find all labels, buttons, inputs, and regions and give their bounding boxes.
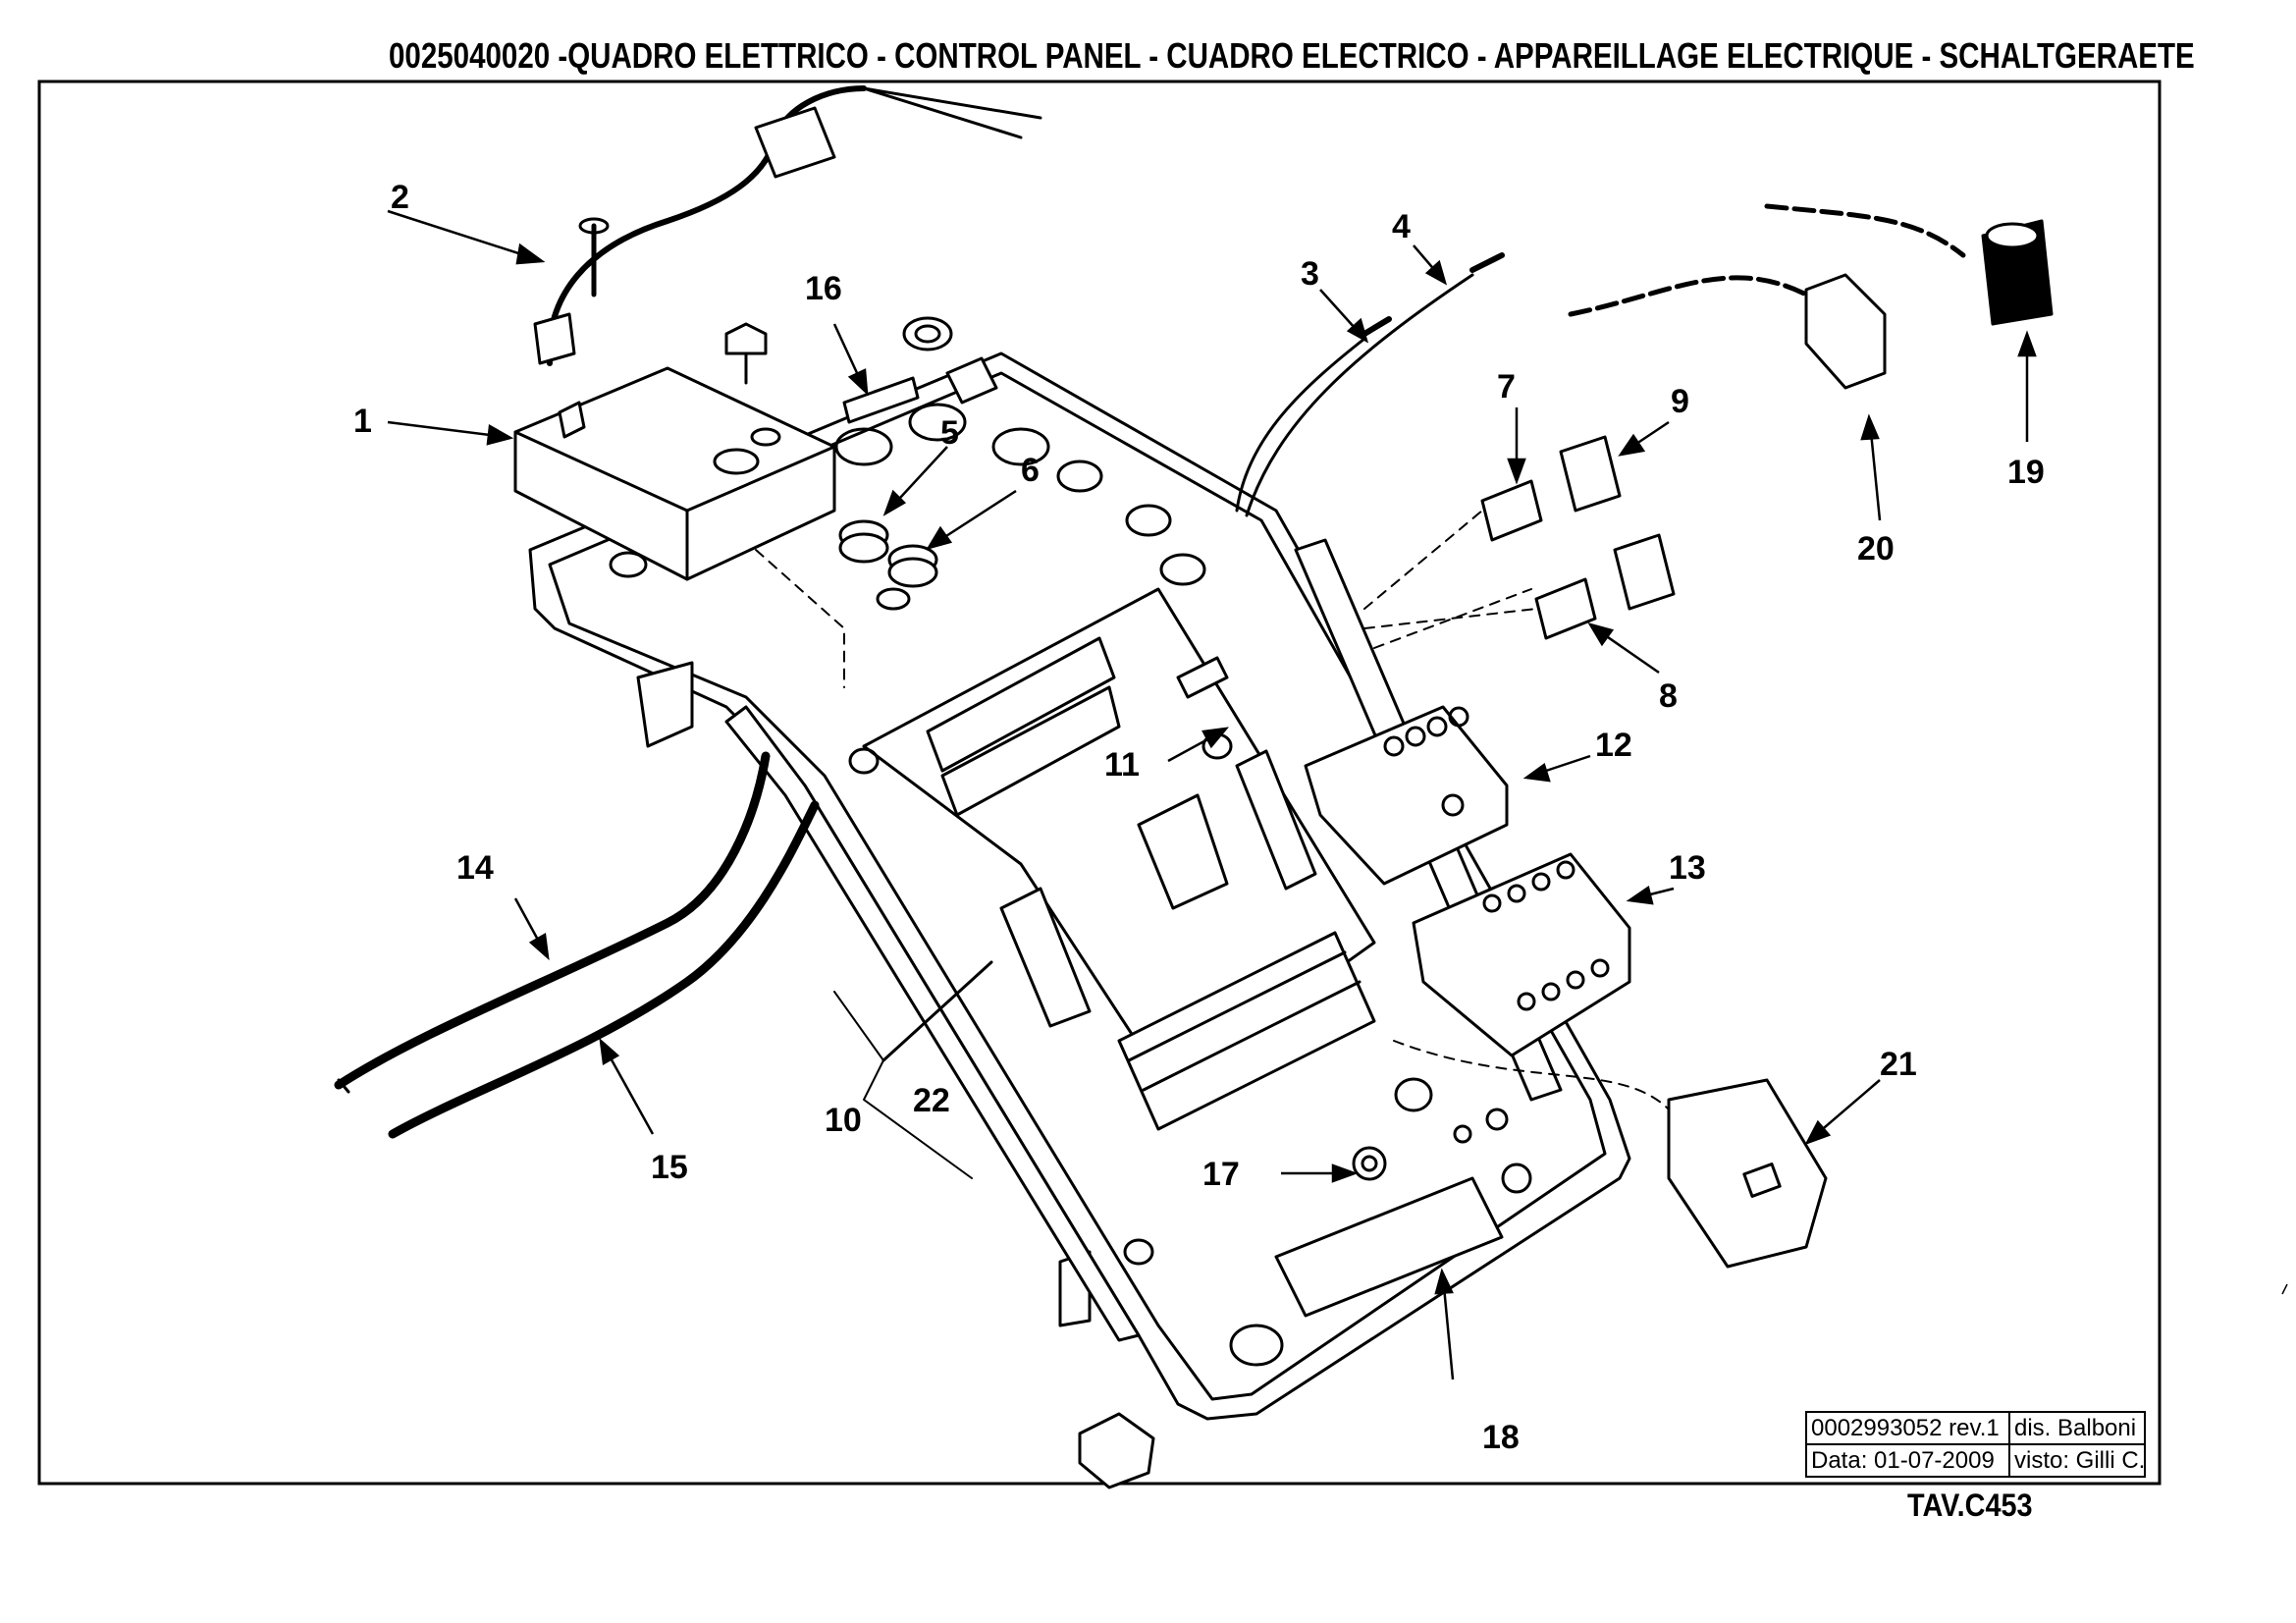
callout-20: 20 — [1857, 530, 1895, 568]
callout-12: 12 — [1595, 727, 1632, 764]
contactor-small — [1304, 705, 1509, 886]
drawn-by: dis. Balboni — [2014, 1415, 2137, 1441]
cable-20 — [1568, 275, 1809, 317]
callout-18: 18 — [1482, 1419, 1520, 1456]
page-title: 0025040020 -QUADRO ELETTRICO - CONTROL P… — [389, 35, 2195, 76]
callout-2: 2 — [391, 179, 409, 216]
contactor-large — [1412, 852, 1631, 1057]
callout-6: 6 — [1021, 452, 1040, 489]
callout-7: 7 — [1497, 368, 1516, 406]
grommets — [838, 519, 938, 611]
table-reference: TAV.C453 — [1907, 1488, 2033, 1523]
callout-22: 22 — [913, 1082, 950, 1119]
callout-17: 17 — [1202, 1156, 1240, 1193]
side-flange — [724, 705, 1141, 1342]
callout-15: 15 — [651, 1149, 688, 1186]
callout-8: 8 — [1659, 677, 1678, 715]
callout-4: 4 — [1392, 208, 1411, 245]
callout-16: 16 — [805, 270, 842, 307]
title-block — [1805, 1411, 2146, 1478]
callout-11: 11 — [1104, 746, 1140, 784]
drawing-frame — [37, 80, 2162, 1486]
connectors-7-8-9 — [1480, 435, 1676, 640]
callout-1: 1 — [353, 403, 372, 440]
callout-21: 21 — [1880, 1046, 1917, 1083]
cable-19 — [1764, 203, 1966, 258]
switch-plug — [1667, 1078, 1828, 1269]
callout-14: 14 — [456, 849, 494, 887]
cable-2 — [546, 85, 867, 366]
spark-plug-cap — [842, 376, 920, 424]
callout-9: 9 — [1671, 383, 1689, 420]
callout-5: 5 — [940, 414, 959, 452]
cable-15 — [388, 800, 820, 1139]
earth-clamp — [1274, 1124, 1532, 1318]
checked-by: visto: Gilli C. — [2014, 1447, 2146, 1474]
cable-gland — [1078, 1412, 1155, 1489]
callout-13: 13 — [1669, 849, 1706, 887]
cable-14 — [334, 751, 771, 1090]
wire-4 — [1245, 273, 1474, 517]
ignition-transformer — [513, 322, 836, 581]
callout-19: 19 — [2007, 454, 2045, 491]
drawing-date: Data: 01-07-2009 — [1811, 1447, 1995, 1474]
callout-3: 3 — [1301, 255, 1319, 293]
drawing-number: 0002993052 rev.1 — [1811, 1415, 2000, 1441]
callout-10: 10 — [825, 1102, 862, 1139]
pcb-board — [848, 587, 1376, 1131]
wire-3 — [1235, 337, 1366, 513]
